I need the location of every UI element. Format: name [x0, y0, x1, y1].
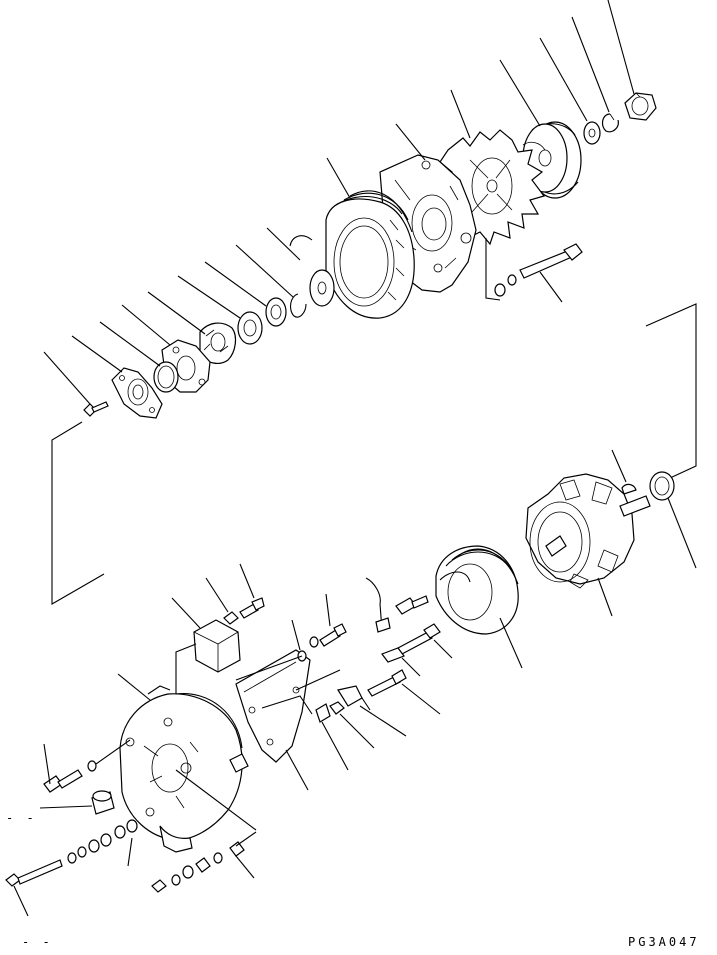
leader-bushing	[39, 805, 93, 809]
leader-rear-screw	[43, 743, 51, 785]
nut	[624, 92, 657, 121]
leader-cover-screw	[43, 351, 91, 405]
leader-thrust-washer	[177, 275, 241, 319]
bushing	[91, 790, 115, 815]
pulley	[522, 121, 582, 199]
plate-nut	[315, 703, 331, 723]
leader-lock-washer	[571, 16, 610, 113]
rotor	[525, 473, 651, 589]
rear-screw-axis	[95, 739, 131, 765]
o-ring	[153, 361, 179, 393]
leader-through-bolt-lower	[13, 885, 29, 917]
leader-terminal-nut	[127, 837, 133, 867]
bearing-cover	[111, 367, 163, 419]
terminal-lead	[365, 577, 429, 633]
leader-front-bracket	[395, 123, 426, 161]
leader-terminal-stud	[235, 831, 257, 847]
terminal-stud-axis	[175, 769, 257, 831]
bearing	[265, 297, 287, 327]
leader-bracket-bolt	[485, 238, 501, 301]
leader-terminal-nuts	[235, 855, 255, 879]
assembly-bracket-left	[51, 421, 105, 605]
regulator-screw	[223, 597, 265, 625]
leader-rectifier-link	[261, 695, 313, 715]
bearing-retainer	[199, 322, 237, 364]
wire-clip	[381, 647, 405, 663]
bracket-bolt-b	[367, 669, 407, 697]
mark-left-lower: - -	[22, 935, 53, 949]
flat-washer	[583, 121, 601, 145]
stator	[289, 190, 415, 319]
leader-fan	[450, 89, 471, 139]
small-nut	[329, 701, 345, 715]
snap-ring	[289, 293, 307, 318]
rear-screw	[43, 760, 97, 793]
leader-plate-nut	[321, 721, 349, 771]
regulator-wire	[175, 643, 197, 712]
terminal-lug	[337, 685, 371, 711]
leader-regulator-screw-b	[239, 563, 255, 599]
lock-washer	[601, 113, 619, 133]
assembly-bracket-right	[645, 303, 697, 479]
leader-rear-bearing	[667, 497, 697, 569]
leader-bearing-cover	[71, 335, 123, 373]
leader-through-bolt	[539, 271, 563, 303]
terminal-nuts	[151, 841, 245, 893]
leader-field-coil	[499, 617, 523, 669]
leader-small-nut	[339, 713, 375, 749]
cover-screw	[83, 401, 109, 417]
leader-mid-washer	[291, 619, 301, 651]
leader-bearing-retainer	[147, 291, 206, 335]
voltage-regulator	[193, 619, 241, 673]
bracket-bolt-a	[397, 623, 441, 655]
leader-nut	[607, 0, 635, 95]
thrust-washer	[237, 311, 263, 345]
leader-o-ring	[99, 321, 161, 367]
leader-regulator-screw-a	[205, 577, 229, 613]
woodruff-key	[621, 483, 637, 495]
leader-pulley	[499, 59, 541, 127]
leader-snap-ring	[235, 244, 294, 298]
leader-wire-clip	[401, 657, 421, 677]
leader-flat-washer	[539, 37, 588, 122]
through-bolt-upper	[494, 243, 583, 297]
leader-stator-lead	[266, 227, 301, 261]
rear-bearing	[649, 471, 675, 501]
leader-rear-bracket	[117, 673, 151, 701]
leader-bolt-b	[401, 683, 441, 715]
mid-screw	[297, 623, 347, 662]
leader-rectifier-plate	[285, 749, 309, 791]
field-coil	[435, 545, 519, 635]
leader-key	[611, 449, 627, 483]
leader-mid-screw	[325, 593, 331, 627]
spacer-ring	[309, 269, 335, 307]
lead-wire-a	[235, 655, 303, 681]
leader-bearing	[204, 261, 267, 307]
drawing-code: PG3A047	[628, 935, 700, 949]
leader-terminal-lug	[359, 705, 407, 737]
leader-rotor	[597, 577, 613, 617]
leader-bolt-a	[433, 639, 453, 659]
through-bolt-lower	[5, 819, 138, 887]
leader-regulator	[171, 597, 201, 629]
rectifier-wire	[295, 669, 341, 691]
leader-gasket-plate	[121, 304, 171, 346]
mark-left-upper: - -	[6, 811, 37, 825]
leader-stator	[326, 157, 351, 199]
rear-bracket	[119, 685, 249, 853]
